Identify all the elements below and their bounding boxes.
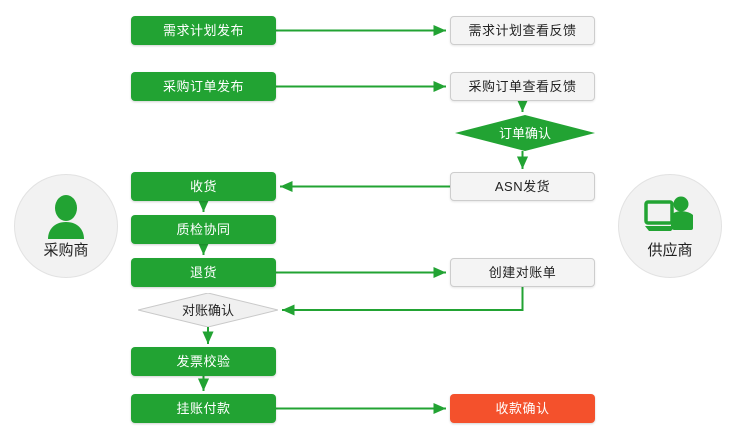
- node-label: ASN发货: [494, 179, 551, 194]
- node-statement-confirm[interactable]: 对账确认: [138, 293, 278, 327]
- actor-supplier: 供应商: [618, 174, 722, 278]
- node-po-feedback[interactable]: 采购订单查看反馈: [450, 72, 595, 101]
- node-label: 需求计划查看反馈: [468, 23, 577, 38]
- diamond-shape: [138, 293, 278, 327]
- node-label: 创建对账单: [488, 265, 557, 280]
- node-label: 采购订单发布: [162, 79, 244, 94]
- node-label: 质检协同: [176, 222, 231, 237]
- node-create-statement[interactable]: 创建对账单: [450, 258, 595, 287]
- actor-buyer: 采购商: [14, 174, 118, 278]
- node-label: 退货: [189, 265, 217, 280]
- person-computer-icon: [644, 196, 693, 231]
- node-receipt-confirm[interactable]: 收款确认: [450, 394, 595, 423]
- node-demand-plan-feedback[interactable]: 需求计划查看反馈: [450, 16, 595, 45]
- node-goods-receipt[interactable]: 收货: [131, 172, 276, 201]
- node-label: 需求计划发布: [162, 23, 244, 38]
- person-icon: [48, 194, 84, 239]
- node-asn-shipment[interactable]: ASN发货: [450, 172, 595, 201]
- node-po-publish[interactable]: 采购订单发布: [131, 72, 276, 101]
- node-label: 采购订单查看反馈: [468, 79, 577, 94]
- actor-buyer-label: 采购商: [43, 241, 89, 259]
- node-payable-payment[interactable]: 挂账付款: [131, 394, 276, 423]
- node-quality-collaboration[interactable]: 质检协同: [131, 215, 276, 244]
- node-label: 收货: [189, 179, 217, 194]
- node-label: 收款确认: [495, 401, 550, 416]
- diamond-shape: [455, 115, 595, 151]
- edge-stmt-confirm: [282, 287, 524, 316]
- node-return-goods[interactable]: 退货: [131, 258, 276, 287]
- actor-supplier-label: 供应商: [647, 241, 693, 259]
- node-demand-plan-publish[interactable]: 需求计划发布: [131, 16, 276, 45]
- node-order-confirm[interactable]: 订单确认: [455, 115, 595, 151]
- node-label: 发票校验: [176, 354, 231, 369]
- node-invoice-verification[interactable]: 发票校验: [131, 347, 276, 376]
- node-label: 订单确认: [498, 125, 551, 141]
- node-label: 对账确认: [181, 302, 234, 318]
- node-label: 挂账付款: [176, 401, 231, 416]
